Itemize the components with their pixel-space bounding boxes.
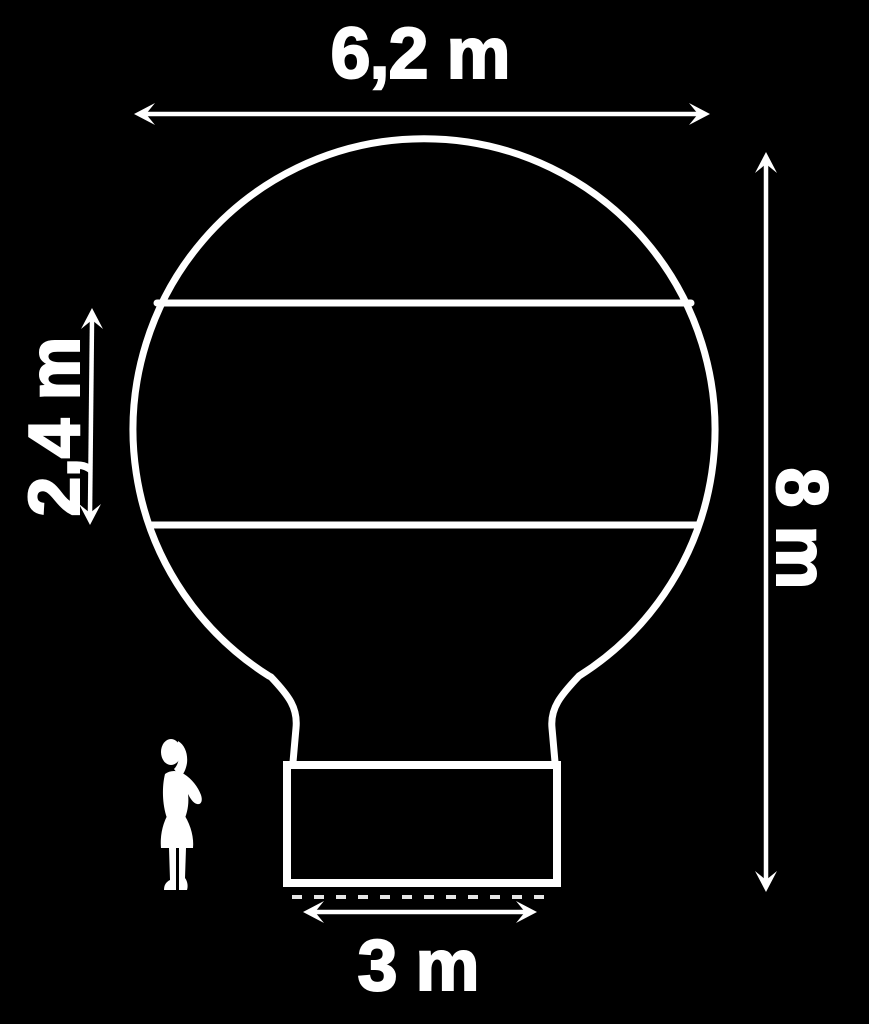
label-top-width: 6,2 m [329, 14, 511, 94]
arrowhead-left-icon [303, 901, 324, 923]
dimension-arrow-band-height [79, 308, 103, 525]
arrowhead-up-icon [81, 308, 103, 329]
arrowhead-down-icon [79, 504, 101, 525]
person-head [161, 739, 181, 765]
arrowhead-up-icon [755, 152, 777, 173]
dimension-arrow-basket-width [303, 901, 537, 923]
balloon-envelope-outline [129, 135, 719, 766]
arrowhead-right-icon [689, 103, 710, 125]
label-total-height: 8 m [760, 466, 842, 589]
dimension-arrow-top-width [134, 103, 710, 125]
person-left-leg [169, 848, 176, 880]
arrowhead-left-icon [134, 103, 155, 125]
arrowhead-right-icon [516, 901, 537, 923]
label-basket-width: 3 m [356, 926, 480, 1006]
person-right-leg [179, 848, 186, 878]
arrowhead-down-icon [755, 871, 777, 892]
person-skirt [160, 816, 194, 848]
dimension-arrow-total-height [755, 152, 777, 892]
person-left-foot [164, 880, 176, 890]
person-hair [174, 741, 188, 777]
label-band-height: 2,4 m [14, 336, 96, 517]
person-torso [162, 771, 202, 818]
person-right-foot [179, 878, 188, 890]
person-silhouette [160, 739, 202, 890]
balloon-basket [283, 761, 561, 887]
